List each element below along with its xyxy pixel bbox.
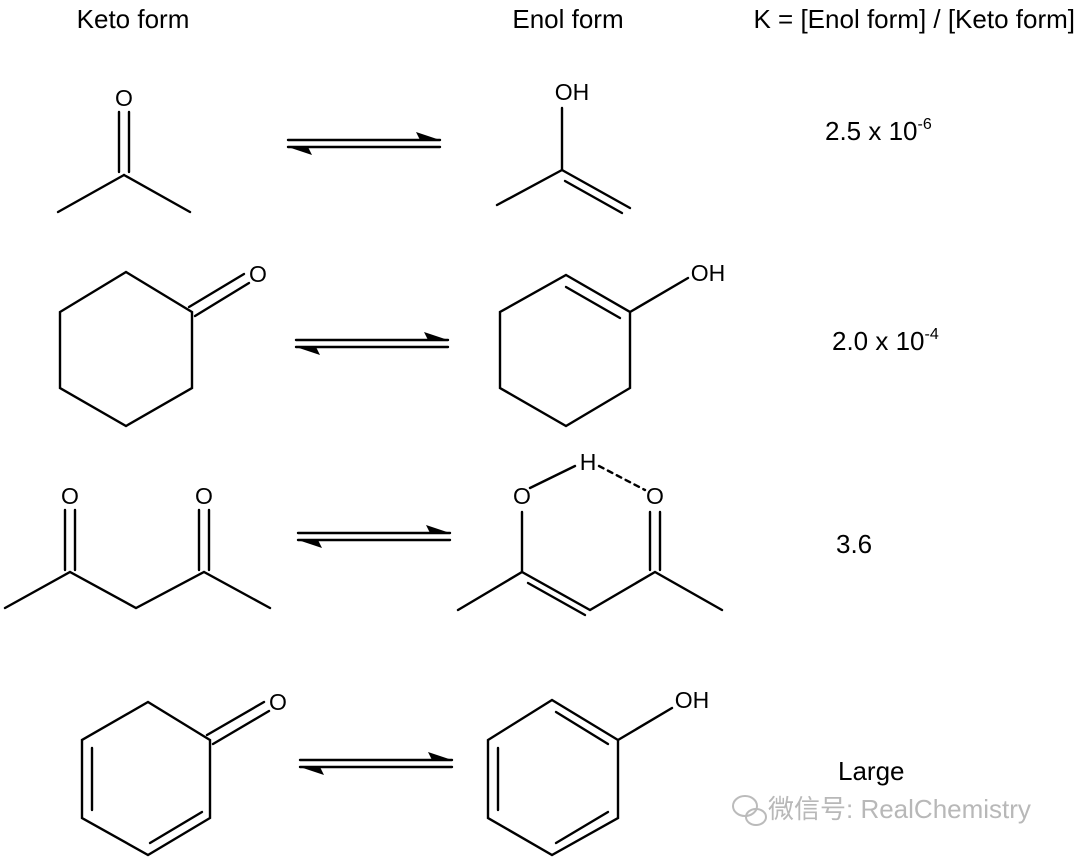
header-k-definition: K = [Enol form] / [Keto form] [753, 4, 1075, 34]
atom-label: OH [675, 687, 710, 713]
atom-label: O [513, 483, 531, 509]
equilibrium-arrow [286, 130, 442, 157]
k-value: Large [838, 756, 905, 786]
atom-label: O [115, 85, 133, 111]
atom-label: O [269, 689, 287, 715]
keto-acetone: O [56, 85, 192, 214]
k-value: 2.5 x 10-6 [825, 116, 932, 146]
enol-acetone: OH [495, 79, 632, 215]
keto-cyclohexanone: O [58, 261, 267, 428]
enol-acetylacetone: O H O [456, 449, 724, 617]
enol-cyclohexenol: OH [498, 260, 726, 428]
atom-label: H [580, 449, 597, 475]
equilibrium-arrow [294, 330, 450, 357]
atom-label: O [195, 483, 213, 509]
atom-label: O [249, 261, 267, 287]
atom-label: O [646, 483, 664, 509]
equilibrium-arrow [298, 750, 454, 777]
header-enol: Enol form [512, 4, 623, 34]
k-value: 3.6 [836, 529, 872, 559]
equilibrium-arrow [296, 523, 452, 550]
keto-acetylacetone: O O [3, 483, 272, 610]
enol-phenol: OH [486, 687, 710, 857]
header-keto: Keto form [77, 4, 190, 34]
watermark: 微信号: RealChemistry [732, 794, 1031, 826]
keto-cyclohexadienone: O [80, 689, 287, 857]
atom-label: O [61, 483, 79, 509]
atom-label: OH [691, 260, 726, 286]
svg-text:微信号: RealChemistry: 微信号: RealChemistry [768, 794, 1031, 824]
k-value: 2.0 x 10-4 [832, 326, 939, 356]
wechat-icon [732, 795, 767, 826]
atom-label: OH [555, 79, 590, 105]
